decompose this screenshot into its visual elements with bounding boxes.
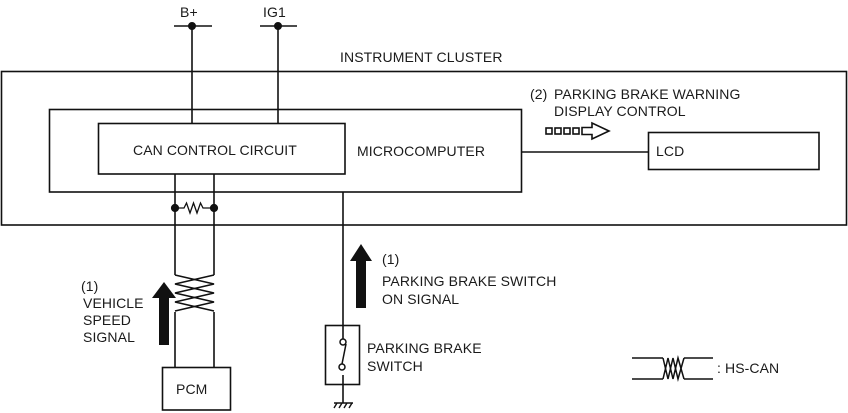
switch-icon bbox=[338, 338, 347, 371]
parking-brake-signal-arrow-icon bbox=[350, 244, 372, 308]
instrument-cluster-box bbox=[0, 70, 848, 226]
ig1-label: IG1 bbox=[263, 4, 286, 20]
instrument-cluster-label: INSTRUMENT CLUSTER bbox=[340, 49, 503, 65]
pcm-box bbox=[161, 366, 232, 411]
ig1-terminal-icon bbox=[260, 21, 297, 123]
display-control-arrow-icon bbox=[545, 121, 611, 141]
parking-brake-signal-line-2: ON SIGNAL bbox=[382, 291, 460, 307]
vehicle-speed-line-1: VEHICLE bbox=[83, 295, 144, 311]
warning-display-number: (2) bbox=[530, 86, 548, 102]
vehicle-speed-line-3: SIGNAL bbox=[83, 329, 135, 345]
resistor-icon bbox=[170, 201, 219, 215]
twisted-pair-icon bbox=[174, 274, 215, 312]
vehicle-speed-line-2: SPEED bbox=[83, 312, 131, 328]
ground-icon bbox=[333, 402, 353, 409]
parking-brake-switch-label-1: PARKING BRAKE bbox=[367, 340, 482, 356]
microcomputer-box bbox=[48, 108, 523, 193]
warning-display-line-1: PARKING BRAKE WARNING bbox=[554, 86, 741, 102]
microcomputer-label: MICROCOMPUTER bbox=[357, 143, 486, 159]
hs-can-legend-label: : HS-CAN bbox=[717, 360, 780, 376]
lcd-box bbox=[647, 131, 820, 171]
pcm-label: PCM bbox=[176, 381, 208, 397]
b-plus-terminal-icon bbox=[174, 21, 212, 123]
parking-brake-switch-box bbox=[324, 324, 361, 386]
can-control-circuit-box bbox=[97, 122, 346, 175]
vehicle-speed-arrow-icon bbox=[152, 282, 176, 345]
warning-display-line-2: DISPLAY CONTROL bbox=[554, 103, 686, 119]
lcd-label: LCD bbox=[656, 143, 685, 159]
parking-brake-signal-number: (1) bbox=[382, 251, 400, 267]
parking-brake-signal-line-1: PARKING BRAKE SWITCH bbox=[382, 273, 557, 289]
hs-can-legend-icon bbox=[632, 355, 713, 382]
b-plus-label: B+ bbox=[180, 4, 198, 20]
parking-brake-switch-label-2: SWITCH bbox=[367, 358, 423, 374]
vehicle-speed-number: (1) bbox=[81, 278, 99, 294]
can-bus-lines bbox=[174, 174, 215, 367]
can-control-circuit-label: CAN CONTROL CIRCUIT bbox=[133, 142, 297, 158]
